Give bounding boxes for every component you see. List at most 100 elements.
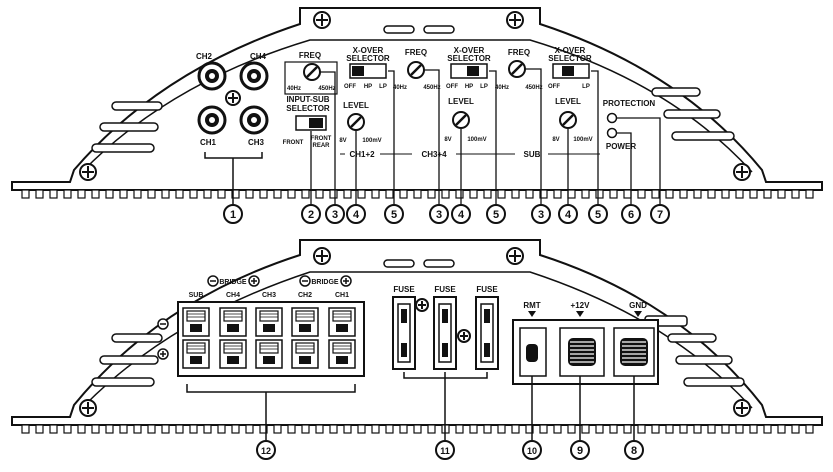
bottom-heatsink-body	[11, 239, 823, 426]
crossover-section-ch34: FREQ 40Hz 450Hz X-OVER SELECTOR OFF HP L…	[393, 46, 491, 159]
bottom-screw-icon	[79, 399, 97, 417]
fuse-label: FUSE	[393, 285, 415, 294]
speaker-terminal[interactable]	[291, 307, 319, 337]
heatsink-fin	[679, 424, 688, 434]
vent-slot	[423, 259, 455, 268]
freq-knob[interactable]	[407, 61, 425, 79]
callout-number: 12	[261, 446, 271, 456]
xover-switch-knob[interactable]	[562, 66, 574, 76]
top-heatsink-body	[11, 7, 823, 191]
heatsink-fin	[273, 189, 282, 199]
ch2-label: CH2	[196, 52, 213, 61]
input-sub-switch-knob[interactable]	[309, 118, 323, 128]
speaker-terminal[interactable]	[291, 339, 319, 369]
power-terminal-block: RMT +12V GND	[512, 301, 688, 440]
top-callout-3: 3	[325, 204, 345, 224]
heatsink-fin	[287, 424, 296, 434]
rmt-terminal[interactable]	[519, 327, 547, 377]
heatsink-fin	[133, 424, 142, 434]
freq-max-label: 450Hz	[423, 85, 440, 91]
top-screw-icon	[506, 11, 524, 29]
speaker-terminal[interactable]	[182, 307, 210, 337]
speaker-terminal[interactable]	[219, 339, 247, 369]
gnd-terminal-screw[interactable]	[620, 338, 648, 366]
heatsink-fin	[427, 424, 436, 434]
left-vent-slots	[91, 333, 163, 387]
bottom-screw-icon	[733, 399, 751, 417]
speaker-terminal[interactable]	[255, 339, 283, 369]
callout-leader	[531, 376, 635, 440]
xover-opt-off: OFF	[446, 84, 458, 90]
heatsink-fin	[63, 189, 72, 199]
speaker-terminal[interactable]	[255, 307, 283, 337]
vent-slot	[383, 259, 415, 268]
heatsink-fin	[539, 189, 548, 199]
top-callout-4: 4	[558, 204, 578, 224]
fuse[interactable]	[392, 296, 416, 370]
heatsink-fin	[427, 189, 436, 199]
speaker-terminal[interactable]	[182, 339, 210, 369]
level-knob[interactable]	[347, 113, 365, 131]
status-leds: PROTECTION POWER	[603, 99, 656, 151]
rca-jack-ch1[interactable]	[197, 105, 227, 135]
xover-opt-lp: LP	[379, 84, 387, 90]
input-sub-option-rear: REAR	[312, 143, 330, 149]
heatsink-fin	[329, 189, 338, 199]
rmt-terminal-screw[interactable]	[526, 344, 538, 362]
heatsink-fin	[91, 424, 100, 434]
speaker-label: SUB	[189, 292, 204, 299]
top-amplifier-panel: CH2 CH4 CH1 CH3 INPUT-SUB SELECTOR FRONT…	[11, 7, 823, 224]
xover-switch-knob[interactable]	[467, 66, 479, 76]
callout-number: 3	[538, 209, 544, 221]
fuse[interactable]	[433, 296, 457, 370]
speaker-terminal[interactable]	[219, 307, 247, 337]
rca-jack-ch2[interactable]	[197, 61, 227, 91]
speaker-terminal[interactable]	[328, 339, 356, 369]
top-callout-5: 5	[588, 204, 608, 224]
heatsink-fin	[763, 189, 772, 199]
callout-number: 4	[458, 209, 465, 221]
heatsink-fin	[497, 424, 506, 434]
speaker-terminals	[182, 307, 356, 369]
rca-jack-ch3[interactable]	[239, 105, 269, 135]
top-heatsink-fins	[21, 189, 814, 199]
freq-label: FREQ	[405, 48, 427, 57]
speaker-terminal[interactable]	[328, 307, 356, 337]
level-knob[interactable]	[452, 111, 470, 129]
heatsink-fin	[469, 424, 478, 434]
heatsink-fin	[609, 189, 618, 199]
heatsink-fin	[539, 424, 548, 434]
heatsink-fin	[399, 189, 408, 199]
heatsink-fin	[21, 424, 30, 434]
heatsink-fin	[203, 189, 212, 199]
heatsink-fin	[567, 424, 576, 434]
heatsink-fin	[637, 424, 646, 434]
level-knob[interactable]	[559, 111, 577, 129]
callout-number: 3	[436, 209, 442, 221]
level-min-label: 8V	[552, 137, 559, 143]
top-callout-3: 3	[429, 204, 449, 224]
v12-terminal-screw[interactable]	[568, 338, 596, 366]
freq-knob[interactable]	[508, 60, 526, 78]
heatsink-fin	[91, 189, 100, 199]
callout-number: 3	[332, 209, 338, 221]
heatsink-fin	[259, 189, 268, 199]
fuse[interactable]	[475, 296, 499, 370]
heatsink-fin	[35, 189, 44, 199]
top-screw-icon	[733, 163, 751, 181]
heatsink-fin	[315, 189, 324, 199]
xover-label: X-OVER	[353, 46, 384, 55]
heatsink-fin	[147, 189, 156, 199]
callout-number: 8	[631, 445, 637, 457]
freq-knob[interactable]	[303, 63, 321, 81]
rca-jack-ch4[interactable]	[239, 61, 269, 91]
bottom-callout-10: 10	[522, 440, 542, 460]
xover-switch-knob[interactable]	[352, 66, 364, 76]
speaker-label: CH4	[226, 292, 240, 299]
freq-max-label: 450Hz	[318, 86, 335, 92]
bridge-label-left: BRIDGE	[219, 279, 247, 286]
heatsink-fin	[749, 189, 758, 199]
level-max-label: 100mV	[362, 138, 381, 144]
